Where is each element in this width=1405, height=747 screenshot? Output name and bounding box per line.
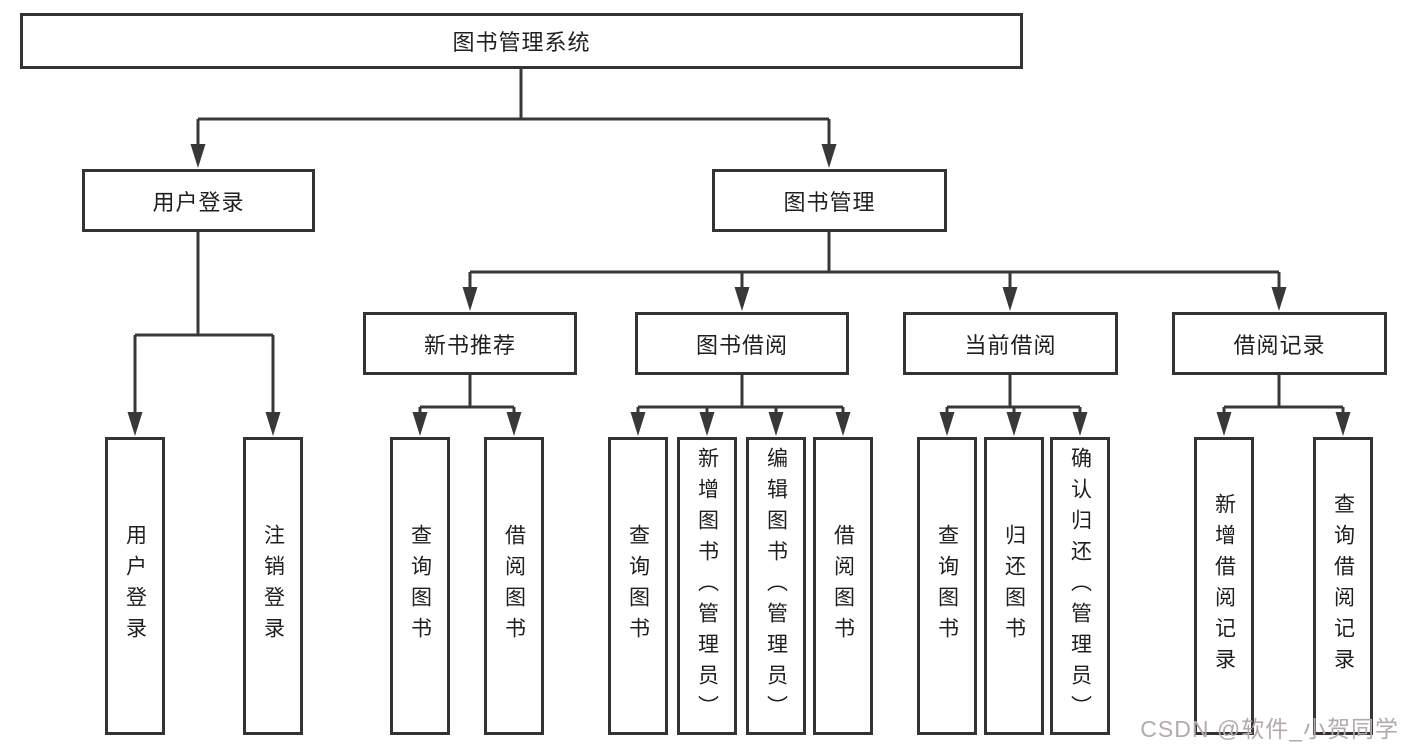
- leaf-label: 借阅图书: [831, 524, 855, 648]
- node-current-borrow: 当前借阅: [903, 312, 1118, 375]
- leaf-label: 新增图书（管理员）: [695, 446, 719, 726]
- arrowhead: [265, 412, 281, 436]
- node-borrow-records: 借阅记录: [1172, 312, 1387, 375]
- leaf-add-borrow-record: 新增借阅记录: [1194, 437, 1254, 735]
- arrowhead: [1271, 287, 1287, 311]
- leaf-edit-books-admin: 编辑图书（管理员）: [746, 437, 806, 735]
- arrowhead: [1072, 412, 1088, 436]
- leaf-label: 借阅图书: [502, 524, 526, 648]
- leaf-query-books: 查询图书: [390, 437, 450, 735]
- leaf-confirm-return-admin: 确认归还（管理员）: [1050, 437, 1110, 735]
- leaf-label: 查询图书: [935, 524, 959, 648]
- node-user-login: 用户登录: [82, 169, 315, 232]
- arrowhead: [1002, 287, 1018, 311]
- connector-login-to-leaves: [133, 232, 275, 414]
- arrowhead: [734, 287, 750, 311]
- node-new-book-recommend: 新书推荐: [363, 312, 577, 375]
- leaf-return-books: 归还图书: [984, 437, 1044, 735]
- arrowhead: [768, 412, 784, 436]
- node-label: 借阅记录: [1233, 332, 1326, 358]
- connector-borrow-to-leaves: [636, 375, 845, 414]
- leaf-borrow-books: 借阅图书: [813, 437, 873, 735]
- arrowhead: [835, 412, 851, 436]
- connector-records-to-leaves: [1222, 375, 1345, 414]
- arrowhead: [821, 144, 837, 168]
- arrowhead: [412, 412, 428, 436]
- arrowhead: [1216, 412, 1232, 436]
- arrowhead: [1006, 412, 1022, 436]
- leaf-label: 查询图书: [408, 524, 432, 648]
- arrowhead: [190, 144, 206, 168]
- node-book-borrow: 图书借阅: [635, 312, 849, 375]
- connector-current-to-leaves: [945, 375, 1082, 414]
- node-label: 新书推荐: [423, 332, 516, 358]
- csdn-watermark: CSDN @软件_小贺同学: [1140, 716, 1399, 742]
- leaf-query-books: 查询图书: [608, 437, 668, 735]
- leaf-query-borrow-record: 查询借阅记录: [1313, 437, 1373, 735]
- arrowhead: [506, 412, 522, 436]
- node-label: 用户登录: [152, 189, 245, 215]
- leaf-label: 新增借阅记录: [1212, 493, 1236, 679]
- node-label: 图书管理: [783, 189, 876, 215]
- arrowhead: [939, 412, 955, 436]
- arrowhead: [630, 412, 646, 436]
- node-label: 图书借阅: [695, 332, 788, 358]
- connector-mgmt-to-level3: [468, 232, 1281, 291]
- arrowhead: [699, 412, 715, 436]
- leaf-label: 查询图书: [626, 524, 650, 648]
- leaf-label: 查询借阅记录: [1331, 493, 1355, 679]
- leaf-label: 编辑图书（管理员）: [764, 446, 788, 726]
- arrowhead: [127, 412, 143, 436]
- connector-newrec-to-leaves: [418, 375, 516, 414]
- connector-root-to-level2: [196, 69, 831, 148]
- leaf-user-login: 用户登录: [105, 437, 165, 735]
- leaf-label: 归还图书: [1002, 524, 1026, 648]
- arrowhead: [462, 287, 478, 311]
- leaf-label: 用户登录: [123, 524, 147, 648]
- node-book-management: 图书管理: [712, 169, 947, 232]
- leaf-label: 注销登录: [261, 524, 285, 648]
- leaf-borrow-books: 借阅图书: [484, 437, 544, 735]
- node-label: 图书管理系统: [452, 30, 591, 55]
- node-label: 当前借阅: [964, 332, 1057, 358]
- arrowhead: [1335, 412, 1351, 436]
- leaf-logout: 注销登录: [243, 437, 303, 735]
- node-root-system: 图书管理系统: [20, 13, 1023, 69]
- leaf-add-books-admin: 新增图书（管理员）: [677, 437, 737, 735]
- leaf-label: 确认归还（管理员）: [1068, 446, 1092, 726]
- leaf-query-books: 查询图书: [917, 437, 977, 735]
